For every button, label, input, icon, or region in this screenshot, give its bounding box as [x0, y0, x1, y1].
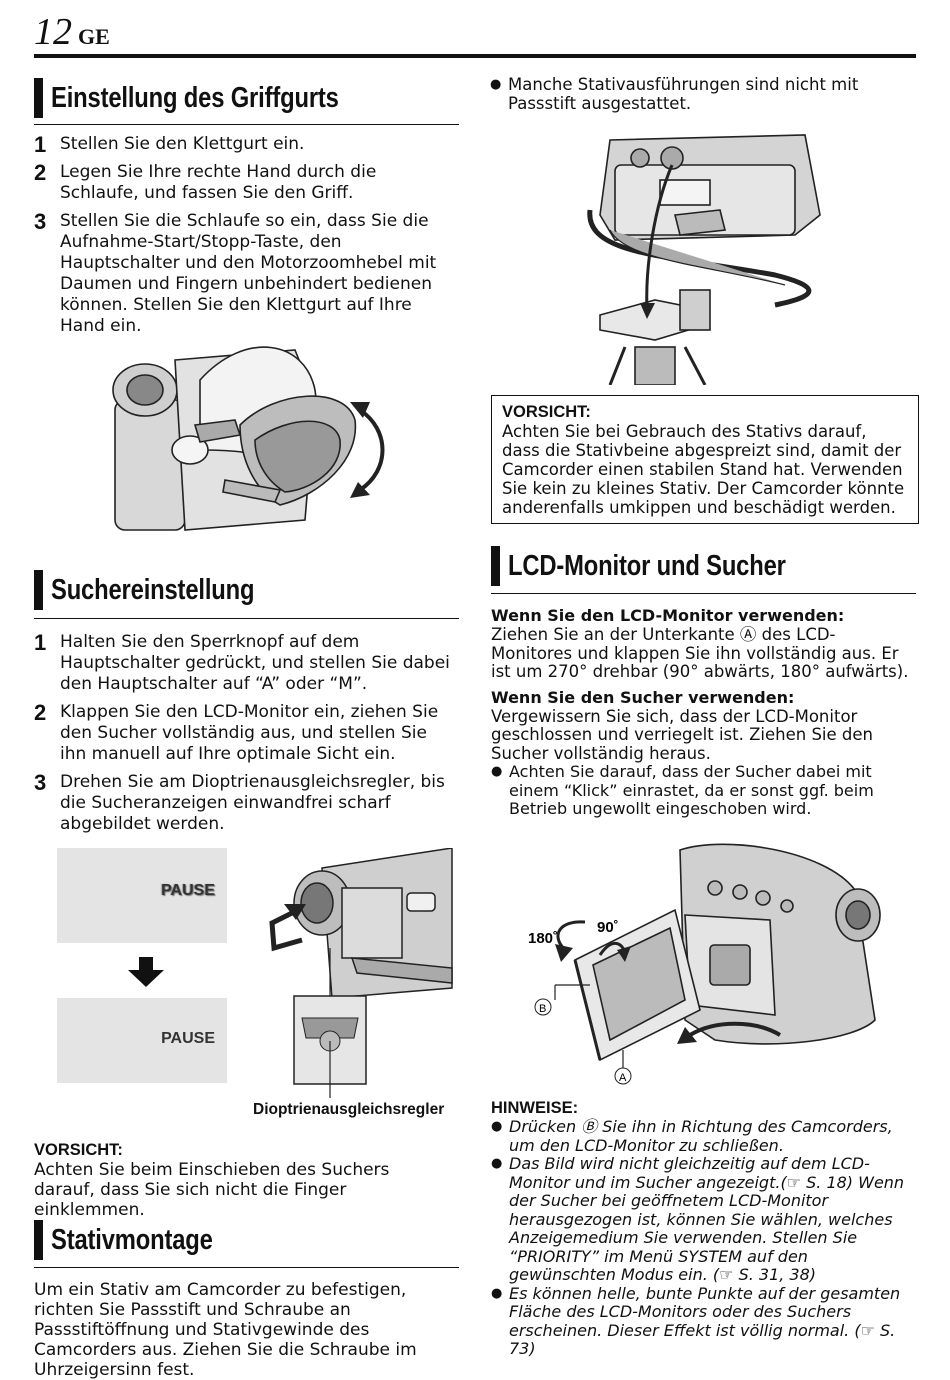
caution-text: Achten Sie bei Gebrauch des Stativs dara… — [502, 422, 905, 517]
section-rule — [34, 124, 459, 125]
angle-label-180: 180˚ — [528, 930, 558, 947]
notes-block: HINWEISE: ● Drücken Ⓑ Sie ihn in Richtun… — [491, 1098, 916, 1359]
angle-label-90: 90˚ — [597, 919, 619, 936]
section-rule — [491, 593, 916, 594]
section-heading-griffgurt: Einstellung des Griffgurts — [34, 78, 402, 118]
section-title: Suchereinstellung — [51, 573, 255, 606]
stativ-bullet: ● Manche Stativausführungen sind nicht m… — [490, 75, 859, 113]
section-rule — [34, 1267, 459, 1268]
caution-text: Achten Sie beim Einschieben des Suchers … — [34, 1160, 390, 1220]
section-title: Stativmontage — [51, 1223, 213, 1256]
griffgurt-steps: 1 Stellen Sie den Klettgurt ein. 2 Legen… — [34, 134, 454, 337]
note-item: ● Das Bild wird nicht gleichzeitig auf d… — [491, 1154, 905, 1284]
note-item: ● Drücken Ⓑ Sie ihn in Richtung des Camc… — [491, 1117, 893, 1155]
step-item: 2 Legen Sie Ihre rechte Hand durch die S… — [34, 160, 377, 204]
lcd-subheading-monitor: Wenn Sie den LCD-Monitor verwenden: — [491, 606, 845, 625]
section-title: Einstellung des Griffgurts — [51, 81, 339, 114]
viewfinder-display-sharp: PAUSE — [57, 998, 227, 1083]
lcd-bullet: ● Achten Sie darauf, dass der Sucher dab… — [491, 762, 874, 818]
down-arrow-icon — [128, 957, 164, 987]
grip-strap-illustration — [112, 346, 385, 531]
page-number: 12 — [34, 11, 72, 53]
notes-title: HINWEISE: — [491, 1099, 579, 1117]
lcd-subheading-sucher: Wenn Sie den Sucher verwenden: — [491, 687, 795, 707]
stativ-text: Um ein Stativ am Camcorder zu befestigen… — [34, 1280, 417, 1380]
section-heading-lcd: LCD-Monitor und Sucher — [491, 546, 847, 586]
caution-title: VORSICHT: — [34, 1141, 123, 1159]
lcd-monitor-illustration: 180˚ 90˚ B A — [528, 843, 881, 1085]
pause-indicator-blurry: PAUSE — [161, 882, 215, 899]
suchereinstellung-caution: VORSICHT: Achten Sie beim Einschieben de… — [34, 1140, 454, 1220]
lcd-text-block: Wenn Sie den LCD-Monitor verwenden: Zieh… — [491, 606, 916, 819]
step-item: 3 Stellen Sie die Schlaufe so ein, dass … — [34, 209, 437, 337]
step-item: 1 Stellen Sie den Klettgurt ein. — [34, 132, 305, 157]
language-code: GE — [78, 24, 110, 49]
header-rule — [34, 54, 916, 58]
lcd-text-monitor: Ziehen Sie an der Unterkante Ⓐ des LCD-M… — [491, 625, 909, 681]
step-item: 1 Halten Sie den Sperrknopf auf dem Haup… — [34, 630, 450, 695]
section-heading-stativmontage: Stativmontage — [34, 1220, 248, 1260]
suchereinstellung-steps: 1 Halten Sie den Sperrknopf auf dem Haup… — [34, 632, 456, 835]
tripod-mount-illustration — [587, 134, 821, 385]
pause-indicator-sharp: PAUSE — [161, 1030, 215, 1047]
callout-b: B — [539, 1003, 546, 1015]
lcd-text-sucher: Vergewissern Sie sich, dass der LCD-Moni… — [491, 706, 873, 763]
callout-a: A — [619, 1072, 627, 1084]
step-item: 2 Klappen Sie den LCD-Monitor ein, ziehe… — [34, 700, 439, 765]
note-item: ● Es können helle, bunte Punkte auf der … — [491, 1283, 901, 1358]
viewfinder-display-blurry: PAUSE — [57, 848, 227, 943]
step-item: 3 Drehen Sie am Dioptrienausgleichsregle… — [34, 770, 445, 835]
section-title: LCD-Monitor und Sucher — [508, 549, 786, 582]
caution-title: VORSICHT: — [502, 403, 591, 421]
section-heading-suchereinstellung: Suchereinstellung — [34, 570, 299, 610]
stativ-caution-box: VORSICHT: Achten Sie bei Gebrauch des St… — [491, 395, 919, 524]
section-rule — [34, 618, 459, 619]
viewfinder-illustration — [269, 848, 453, 1098]
diopter-adjustment-label: Dioptrienausgleichsregler — [253, 1101, 445, 1118]
